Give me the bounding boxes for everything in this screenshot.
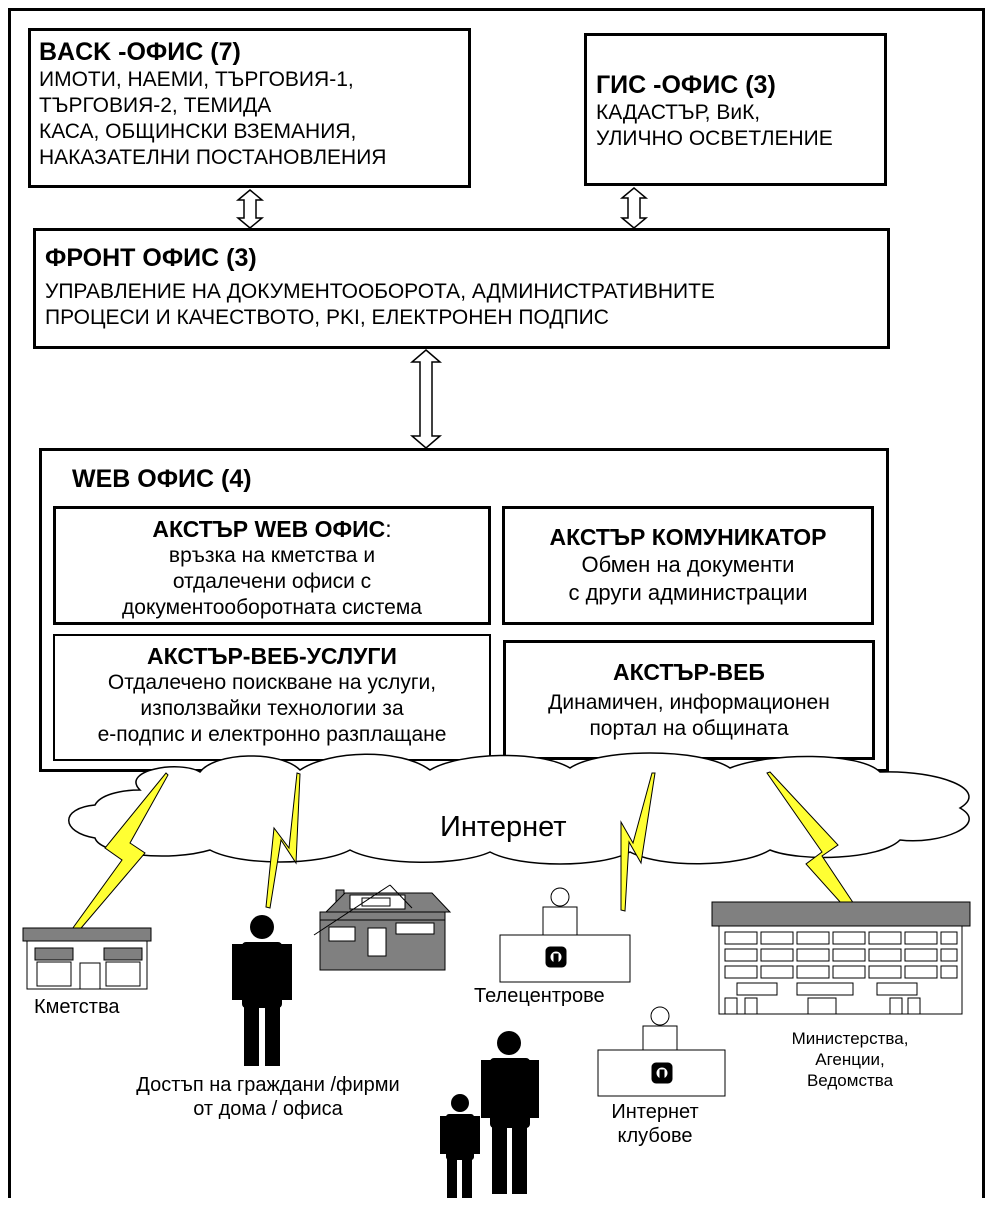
person-icon: [232, 915, 292, 1066]
module-title: АКСТЪР-ВЕБ: [613, 659, 765, 685]
telecenter-icon: [499, 887, 631, 983]
mayoralties-label: Кметства: [34, 996, 120, 1018]
double-arrow: [619, 187, 649, 229]
ministries-label-line: Министерства,: [791, 1029, 909, 1048]
citizens-label: Достъп на граждани /фирми от дома / офис…: [78, 1073, 458, 1121]
internet-clubs-label-line: Интернет: [611, 1101, 699, 1123]
internet-label: Интернет: [440, 811, 567, 843]
back-office-line: КАСА, ОБЩИНСКИ ВЗЕМАНИЯ,: [39, 120, 357, 143]
back-office-line: НАКАЗАТЕЛНИ ПОСТАНОВЛЕНИЯ: [39, 146, 387, 169]
citizens-label-line: от дома / офиса: [193, 1098, 343, 1120]
module-line: с други администрации: [568, 580, 808, 605]
internet-clubs-label-line: клубове: [617, 1125, 693, 1147]
back-office-line: ТЪРГОВИЯ-2, ТЕМИДА: [39, 94, 272, 117]
web-office-title: WEB ОФИС (4): [72, 465, 252, 493]
module-line: документооборотната система: [122, 596, 422, 619]
front-office-title: ФРОНТ ОФИС (3): [45, 244, 257, 272]
module-title: АКСТЪР WEB ОФИС:: [56, 515, 488, 543]
back-office-line: ИМОТИ, НАЕМИ, ТЪРГОВИЯ-1,: [39, 68, 354, 91]
ministries-label-line: Агенции,: [815, 1050, 885, 1069]
gis-office-title: ГИС -ОФИС (3): [596, 71, 776, 99]
lightning-bolt: [265, 772, 301, 909]
module-line: е-подпис и електронно разплащане: [97, 723, 447, 746]
module-title: АКСТЪР КОМУНИКАТОР: [549, 524, 827, 550]
back-office-box: BACK -ОФИС (7) ИМОТИ, НАЕМИ, ТЪРГОВИЯ-1,…: [28, 28, 471, 188]
front-office-line: ПРОЦЕСИ И КАЧЕСТВОТО, PKI, ЕЛЕКТРОНЕН ПО…: [45, 306, 609, 329]
module-line: връзка на кметства и: [168, 544, 376, 567]
front-office-box: ФРОНТ ОФИС (3) УПРАВЛЕНИЕ НА ДОКУМЕНТООБ…: [33, 228, 890, 349]
module-line: Отдалечено поискване на услуги,: [107, 671, 437, 694]
internet-club-icon: [597, 1006, 726, 1097]
internet-clubs-label: Интернет клубове: [600, 1100, 710, 1148]
double-arrow: [409, 349, 443, 449]
child-person-icon: [440, 1094, 480, 1198]
double-arrow: [235, 189, 265, 229]
ministries-label-line: Ведомства: [806, 1071, 894, 1090]
module-line: Обмен на документи: [581, 552, 795, 577]
module-title: АКСТЪР-ВЕБ-УСЛУГИ: [147, 643, 397, 669]
gis-office-line: УЛИЧНО ОСВЕТЛЕНИЕ: [596, 127, 833, 150]
gis-office-line: КАДАСТЪР, ВиК,: [596, 101, 761, 124]
module-title-text: АКСТЪР WEB ОФИС: [152, 516, 386, 542]
module-akstar-communicator: АКСТЪР КОМУНИКАТОР Обмен на документи с …: [502, 506, 874, 625]
module-akstar-web-office: АКСТЪР WEB ОФИС: връзка на кметства и от…: [53, 506, 491, 625]
module-line: портал на общината: [589, 717, 789, 740]
mayoralty-building-icon: [22, 927, 152, 990]
lightning-bolt: [620, 772, 656, 912]
telecenters-label: Телецентрове: [474, 985, 605, 1007]
module-line: използвайки технологии за: [140, 697, 404, 720]
back-office-title: BACK -ОФИС (7): [39, 38, 241, 66]
ministries-building-icon: [711, 901, 971, 1015]
module-line: отдалечени офиси с: [172, 570, 372, 593]
person-icon: [481, 1031, 539, 1194]
house-icon: [313, 884, 452, 971]
gis-office-box: ГИС -ОФИС (3) КАДАСТЪР, ВиК, УЛИЧНО ОСВЕ…: [584, 33, 887, 186]
module-akstar-web-services: АКСТЪР-ВЕБ-УСЛУГИ Отдалечено поискване н…: [53, 634, 491, 761]
module-title-suffix: :: [385, 516, 392, 542]
module-akstar-web: АКСТЪР-ВЕБ Динамичен, информационен порт…: [503, 640, 875, 760]
citizens-label-line: Достъп на граждани /фирми: [136, 1074, 400, 1096]
front-office-line: УПРАВЛЕНИЕ НА ДОКУМЕНТООБОРОТА, АДМИНИСТ…: [45, 280, 715, 303]
ministries-label: Министерства, Агенции, Ведомства: [760, 1028, 940, 1091]
outer-frame: [8, 8, 985, 1198]
module-line: Динамичен, информационен: [548, 691, 830, 714]
